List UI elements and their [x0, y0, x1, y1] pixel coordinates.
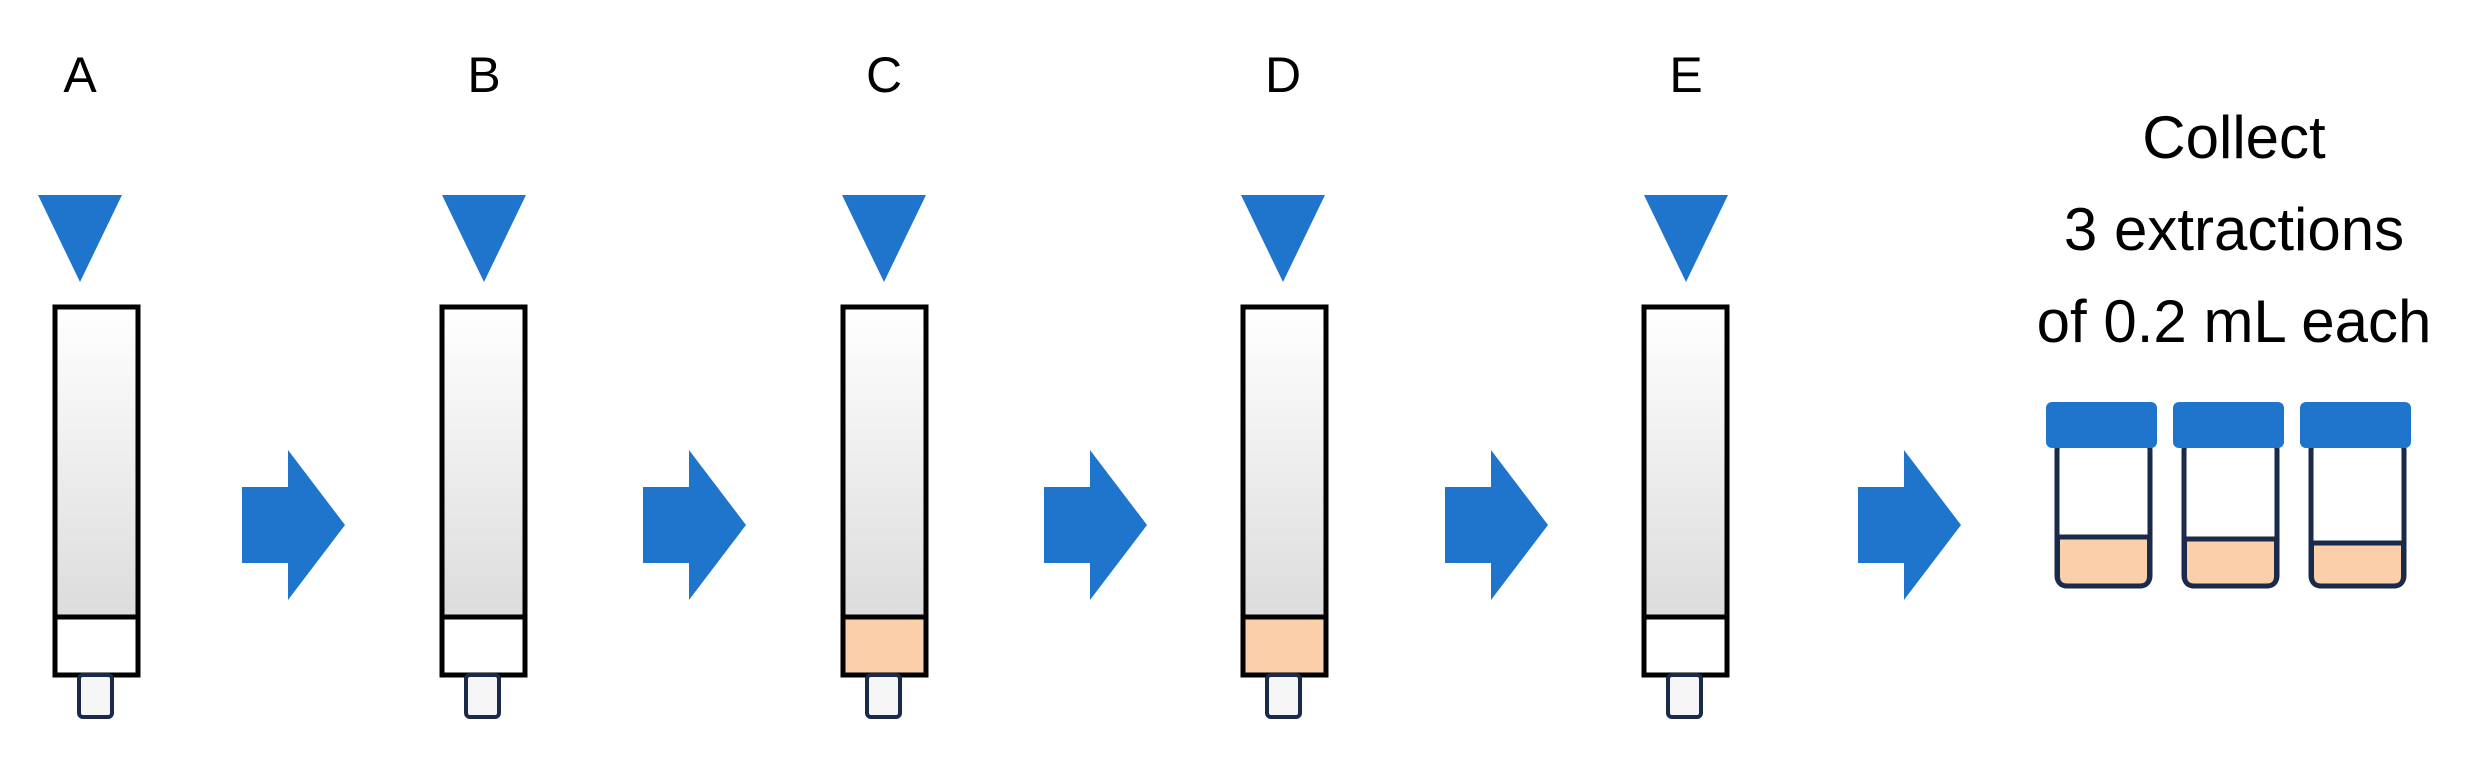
- cartridge-tip: [77, 673, 114, 719]
- down-triangle-icon: [38, 195, 122, 282]
- step-b: B: [439, 47, 528, 719]
- cartridge-tube: [439, 304, 528, 620]
- vial-cap: [2173, 402, 2284, 448]
- collect-section: Collect 3 extractions of 0.2 mL each: [2037, 104, 2432, 589]
- step-c: C: [840, 47, 929, 719]
- vial-liquid: [2309, 540, 2406, 589]
- step-a: A: [38, 47, 141, 719]
- right-arrow-icon: [1044, 450, 1147, 600]
- right-arrow-icon: [242, 450, 345, 600]
- step-d: D: [1240, 47, 1329, 719]
- collection-vial: [2046, 402, 2157, 589]
- cartridge-tube: [1641, 304, 1730, 620]
- cartridge-tube: [52, 304, 141, 620]
- cartridge-tip: [1265, 673, 1302, 719]
- step-label-d: D: [1265, 47, 1301, 103]
- collection-vial: [2173, 402, 2284, 589]
- right-arrow-icon: [1858, 450, 1961, 600]
- vial-liquid: [2182, 536, 2279, 589]
- vial-cap: [2300, 402, 2411, 448]
- cartridge-band: [439, 614, 528, 678]
- cartridge-band-peach: [1240, 614, 1329, 678]
- down-triangle-icon: [1644, 195, 1728, 282]
- collect-volume: of 0.2 mL each: [2037, 288, 2432, 355]
- step-label-e: E: [1669, 47, 1702, 103]
- right-arrow-icon: [1445, 450, 1548, 600]
- down-triangle-icon: [842, 195, 926, 282]
- right-arrow-icon: [643, 450, 746, 600]
- cartridge-tip: [1666, 673, 1703, 719]
- vial-cap: [2046, 402, 2157, 448]
- down-triangle-icon: [1241, 195, 1325, 282]
- collect-count: 3 extractions: [2064, 196, 2404, 263]
- cartridge-band: [1641, 614, 1730, 678]
- cartridge-tip: [865, 673, 902, 719]
- cartridge-band-peach: [840, 614, 929, 678]
- vial-liquid: [2055, 534, 2152, 589]
- cartridge-band: [52, 614, 141, 678]
- step-label-a: A: [63, 47, 97, 103]
- step-e: E: [1641, 47, 1730, 719]
- cartridge-tube: [840, 304, 929, 620]
- cartridge-tube: [1240, 304, 1329, 620]
- step-label-b: B: [467, 47, 500, 103]
- cartridge-tip: [464, 673, 501, 719]
- collect-title: Collect: [2142, 104, 2326, 171]
- down-triangle-icon: [442, 195, 526, 282]
- step-label-c: C: [866, 47, 902, 103]
- collection-vial: [2300, 402, 2411, 589]
